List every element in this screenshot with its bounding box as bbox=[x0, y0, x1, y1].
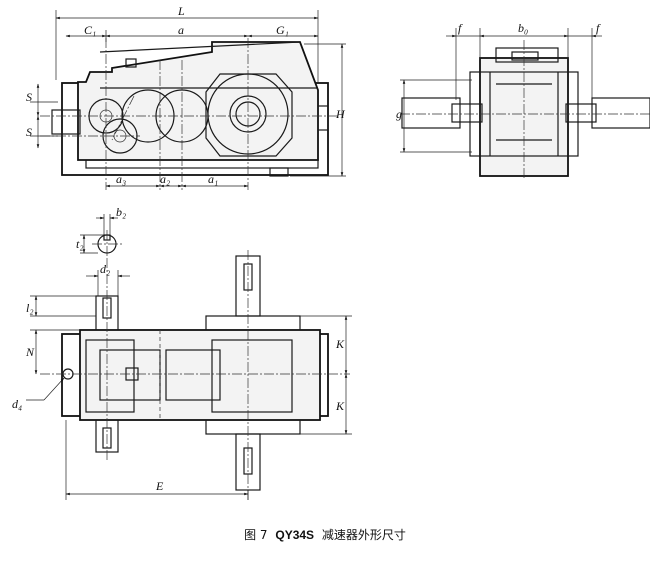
side-top-cover bbox=[495, 47, 559, 63]
dim-d4: d₄ bbox=[12, 397, 22, 411]
output-flange-top bbox=[205, 315, 301, 331]
dim-a1: a₁ bbox=[208, 172, 218, 186]
key-detail: b₂ t₂ bbox=[76, 205, 126, 258]
dim-K-top: K bbox=[335, 337, 345, 351]
dim-a3: a₃ bbox=[116, 172, 126, 186]
input-shaft-stub bbox=[51, 109, 81, 135]
dim-H: H bbox=[335, 107, 346, 121]
dim-L: L bbox=[177, 4, 185, 18]
side-right-shaft bbox=[591, 97, 650, 129]
dim-S-bottom: S bbox=[26, 125, 32, 139]
dim-S-top: S bbox=[26, 90, 32, 104]
dim-C1: C₁ bbox=[84, 23, 96, 37]
dim-G1: G₁ bbox=[276, 23, 289, 37]
breather-plug bbox=[125, 58, 137, 68]
side-left-shaft bbox=[401, 97, 461, 129]
dim-t2: t₂ bbox=[76, 237, 84, 251]
dim-d2: d₂ bbox=[100, 262, 110, 276]
dim-E: E bbox=[155, 479, 164, 493]
dim-g: g bbox=[396, 107, 402, 121]
front-foot bbox=[85, 159, 319, 169]
side-view-dimensions: f b₀ f g bbox=[396, 21, 602, 153]
dim-N: N bbox=[25, 345, 35, 359]
figure-caption: 图 7 QY34S 减速器外形尺寸 bbox=[0, 526, 650, 543]
dim-a: a bbox=[178, 23, 184, 37]
front-view-dimensions: L C₁ a G₁ H S S a₃ a₂ a₁ bbox=[26, 4, 346, 188]
output-shaft-stub bbox=[317, 105, 329, 131]
side-view bbox=[400, 40, 650, 180]
dim-b2: b₂ bbox=[116, 205, 126, 219]
front-view bbox=[40, 38, 340, 190]
caption-prefix: 图 7 bbox=[244, 528, 268, 542]
caption-text: 减速器外形尺寸 bbox=[321, 528, 406, 542]
plan-view bbox=[40, 250, 350, 500]
dim-l2: l₂ bbox=[26, 301, 34, 315]
dim-f-right: f bbox=[596, 21, 601, 35]
output-flange-bottom bbox=[205, 419, 301, 435]
dim-f-left: f bbox=[458, 21, 463, 35]
plan-housing bbox=[79, 329, 321, 421]
dim-a2: a₂ bbox=[160, 172, 170, 186]
dim-b0: b₀ bbox=[518, 21, 528, 35]
plan-view-dimensions: d₂ l₂ N K K d₄ E bbox=[12, 262, 352, 500]
dim-K-bottom: K bbox=[335, 399, 345, 413]
caption-model: QY34S bbox=[275, 528, 315, 542]
